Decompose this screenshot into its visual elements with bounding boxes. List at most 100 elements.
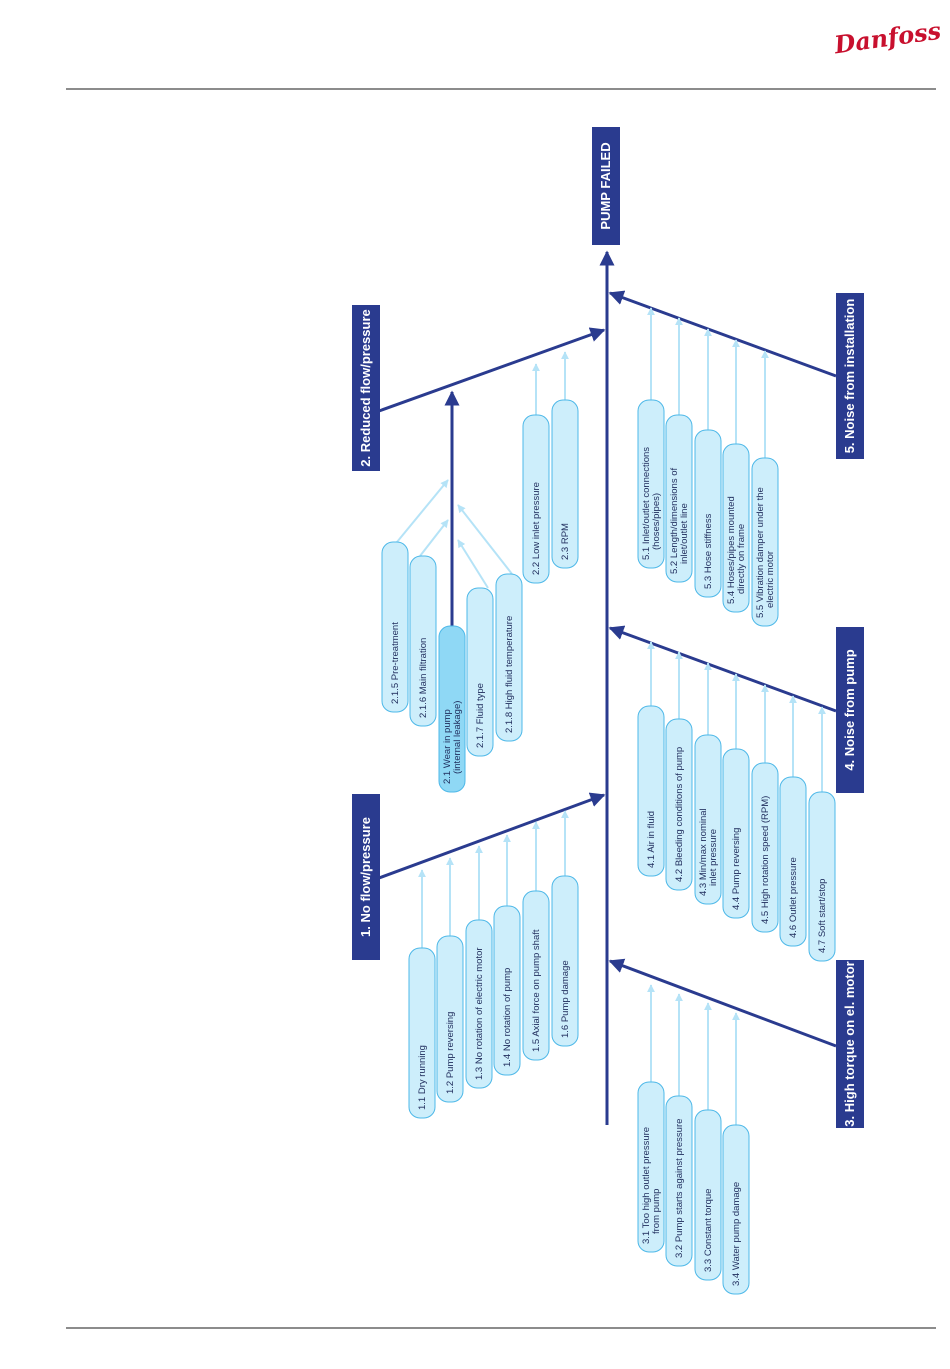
cause-label: 2.1 Wear in pump (442, 709, 453, 784)
cause-arrow-2-1-6 (419, 519, 449, 557)
branch-line-4 (608, 625, 837, 713)
cause-pill-shape (779, 776, 807, 947)
cause-pill-shape (694, 429, 722, 598)
cause-pill-shape (465, 919, 493, 1089)
cause-pill-1-1: 1.1 Dry running (408, 947, 436, 1119)
cause-label: 4.4 Pump reversing (731, 828, 742, 910)
cause-pill-2-1-6: 2.1.6 Main filtration (409, 555, 437, 727)
cause-pill-shape (466, 587, 494, 757)
cause-pill-shape (637, 1081, 665, 1253)
cause-label: 1.5 Axial force on pump shaft (531, 929, 542, 1052)
cause-label: 2.2 Low inlet pressure (531, 482, 542, 575)
brand-logo: Danfoss (832, 16, 944, 60)
cause-pill-3-3: 3.3 Constant torque (694, 1109, 722, 1281)
cause-pill-2-1-5: 2.1.5 Pre-treatment (381, 541, 409, 713)
cause-label: 3.3 Constant torque (703, 1189, 714, 1272)
cause-label: inlet pressure (708, 829, 719, 886)
cause-pill-4-1: 4.1 Air in fluid (637, 705, 665, 877)
cause-label: 4.7 Soft start/stop (817, 879, 828, 953)
category-label-3: 3. High torque on el. motor (842, 961, 857, 1126)
cause-label: 2.1.7 Fluid type (475, 683, 486, 748)
branch-line-1 (378, 792, 606, 880)
cause-pill-shape (694, 734, 722, 905)
cause-pill-shape (436, 935, 464, 1103)
cause-label: 3.4 Water pump damage (731, 1182, 742, 1286)
brand-logo-text: Danfoss (832, 16, 944, 60)
cause-pill-shape (665, 718, 693, 891)
cause-label: directly on frame (736, 524, 747, 594)
category-box-1: 1. No flow/pressure (352, 794, 380, 960)
cause-label: 1.2 Pump reversing (445, 1012, 456, 1094)
cause-label: 2.1.8 High fluid temperature (504, 616, 515, 733)
cause-pill-shape (751, 457, 779, 627)
cause-pill-3-2: 3.2 Pump starts against pressure (665, 1095, 693, 1267)
category-box-3: 3. High torque on el. motor (836, 960, 864, 1128)
cause-label: 2.1.5 Pre-treatment (390, 622, 401, 704)
root-effect-box: PUMP FAILED (592, 127, 620, 245)
cause-arrow-2-1-5 (396, 479, 449, 543)
cause-pill-1-3: 1.3 No rotation of electric motor (465, 919, 493, 1089)
cause-label: 5.3 Hose stiffness (703, 513, 714, 589)
cause-pill-shape (493, 905, 521, 1076)
cause-pill-2-2: 2.2 Low inlet pressure (522, 414, 550, 584)
cause-pill-5-1: 5.1 Inlet/outlet connections(hoses/pipes… (637, 399, 665, 569)
branch-line-3 (608, 958, 837, 1048)
cause-label: 5.1 Inlet/outlet connections (641, 447, 652, 560)
cause-arrow-2-1-8 (457, 504, 513, 575)
cause-pill-5-3: 5.3 Hose stiffness (694, 429, 722, 598)
cause-label: 1.4 No rotation of pump (502, 968, 513, 1067)
cause-pill-shape (694, 1109, 722, 1281)
cause-pill-shape (637, 399, 665, 569)
cause-label: 3.1 Too high outlet pressure (641, 1127, 652, 1244)
category-label-1: 1. No flow/pressure (358, 817, 373, 937)
cause-pill-shape (551, 399, 579, 569)
cause-pill-4-4: 4.4 Pump reversing (722, 748, 750, 919)
cause-pill-shape (665, 414, 693, 583)
cause-pill-shape (722, 748, 750, 919)
cause-pill-shape (551, 875, 579, 1047)
branch-line-2 (378, 327, 606, 413)
root-effect-label: PUMP FAILED (598, 142, 613, 229)
cause-pill-shape (408, 947, 436, 1119)
cause-pill-4-7: 4.7 Soft start/stop (808, 791, 836, 962)
cause-pill-shape (722, 1124, 750, 1295)
cause-pill-shape (665, 1095, 693, 1267)
cause-pill-shape (438, 625, 466, 793)
cause-label: (hoses/pipes) (651, 493, 662, 550)
cause-label: 4.6 Outlet pressure (788, 857, 799, 938)
cause-pill-shape (381, 541, 409, 713)
category-box-4: 4. Noise from pump (836, 627, 864, 793)
cause-pill-4-6: 4.6 Outlet pressure (779, 776, 807, 947)
cause-label: 1.3 No rotation of electric motor (474, 947, 485, 1080)
cause-label: 4.5 High rotation speed (RPM) (760, 796, 771, 924)
cause-pill-shape (409, 555, 437, 727)
cause-label: 5.2 Length/dimensions of (669, 467, 680, 574)
cause-pill-4-2: 4.2 Bleeding conditions of pump (665, 718, 693, 891)
cause-pill-shape (722, 443, 750, 613)
category-label-4: 4. Noise from pump (842, 649, 857, 770)
cause-label: 2.1.6 Main filtration (418, 638, 429, 718)
cause-label: 2.3 RPM (560, 523, 571, 560)
cause-label: 4.1 Air in fluid (646, 811, 657, 868)
cause-pill-shape (522, 414, 550, 584)
cause-label: (internal leakage) (452, 701, 463, 774)
cause-label: inlet/outlet line (679, 503, 690, 564)
cause-label: electric motor (765, 551, 776, 608)
cause-label: 4.3 Min/max nominal (698, 808, 709, 896)
cause-arrows (396, 307, 826, 1125)
category-box-5: 5. Noise from installation (836, 293, 864, 459)
category-label-5: 5. Noise from installation (842, 299, 857, 454)
cause-pill-3-4: 3.4 Water pump damage (722, 1124, 750, 1295)
cause-arrow-2-1-7 (457, 539, 489, 589)
cause-pill-1-5: 1.5 Axial force on pump shaft (522, 890, 550, 1061)
cause-pill-2-3: 2.3 RPM (551, 399, 579, 569)
cause-pill-2-1: 2.1 Wear in pump(internal leakage) (438, 625, 466, 793)
cause-pill-1-2: 1.2 Pump reversing (436, 935, 464, 1103)
cause-pill-shape (522, 890, 550, 1061)
cause-pill-2-1-7: 2.1.7 Fluid type (466, 587, 494, 757)
